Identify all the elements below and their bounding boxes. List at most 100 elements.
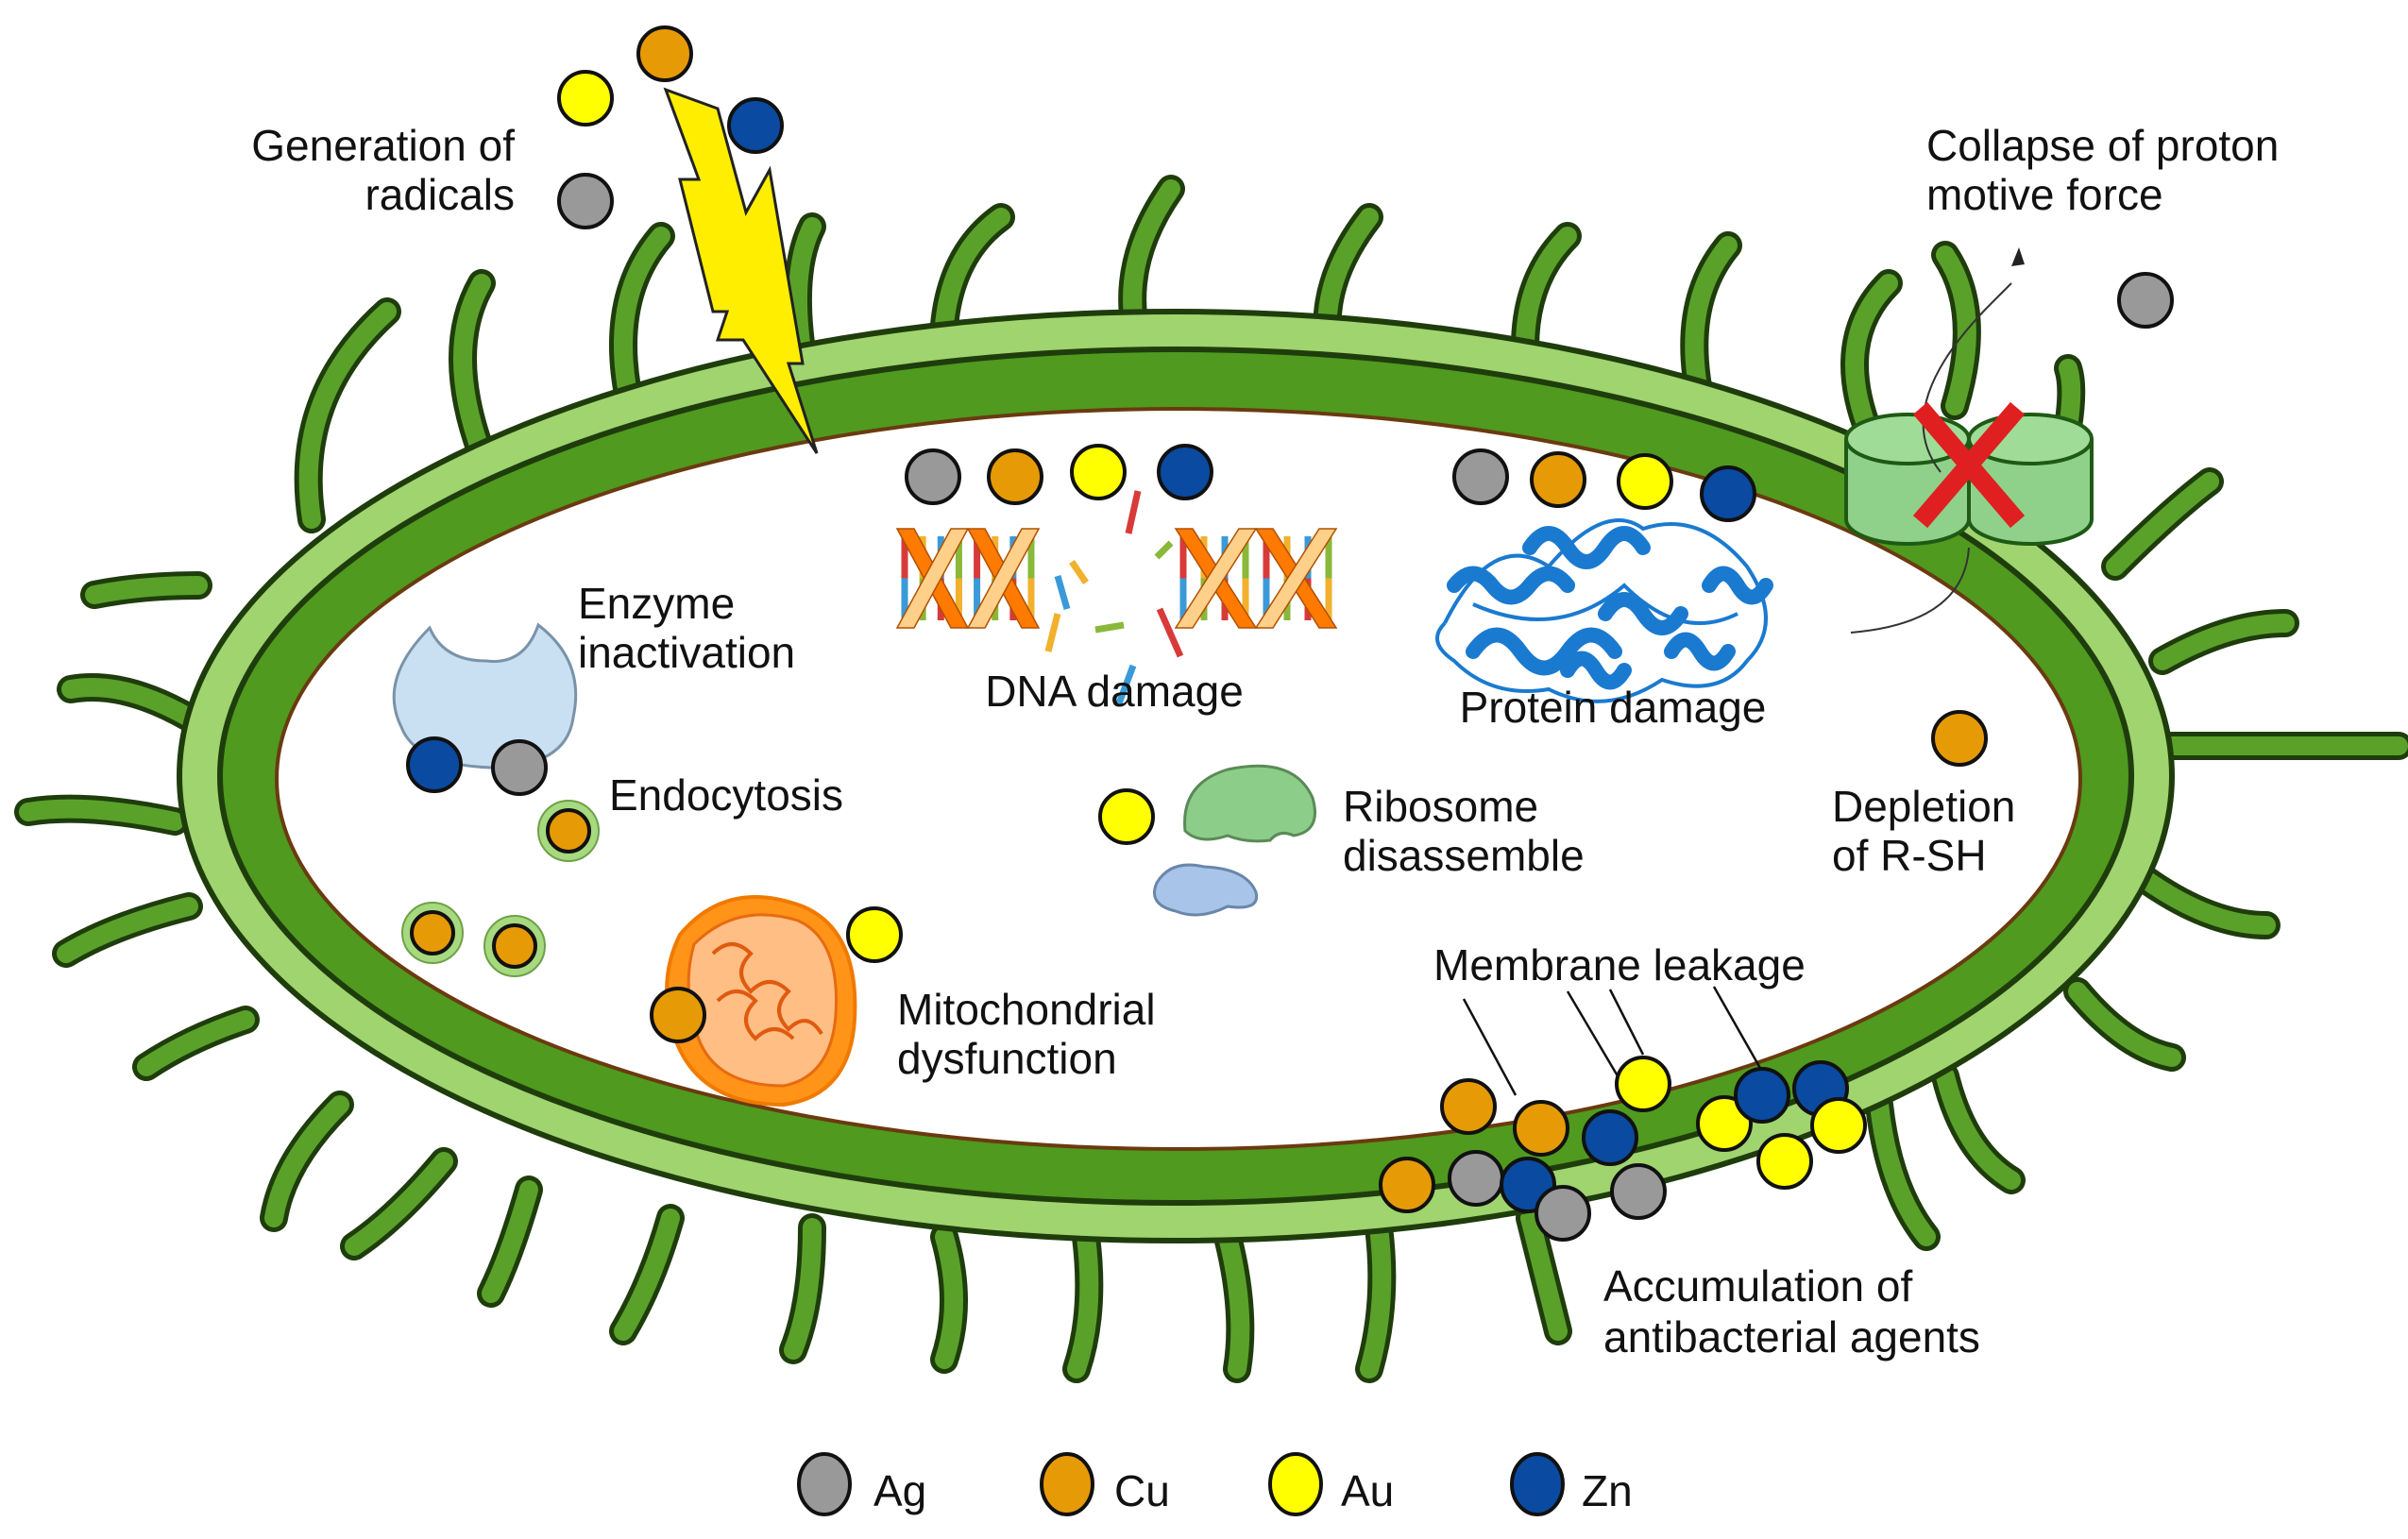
flagellum xyxy=(260,1091,354,1232)
label-ribosome-line1: Ribosome xyxy=(1343,782,1538,831)
label-rsh-line1: Depletion xyxy=(1832,782,2015,831)
ion-cu xyxy=(1440,1078,1497,1135)
label-radicals-line1: Generation of xyxy=(251,121,515,170)
flagellum xyxy=(2129,864,2281,939)
ion-au xyxy=(1615,1056,1671,1112)
legend-item-zn: Zn xyxy=(1510,1452,1633,1516)
flagellum xyxy=(1931,241,1981,420)
legend-label-au: Au xyxy=(1341,1466,1394,1515)
ion-ag xyxy=(1452,448,1509,505)
label-accumulation-line1: Accumulation of xyxy=(1603,1261,1912,1311)
ion-ag xyxy=(1448,1150,1504,1207)
protein-helix xyxy=(1447,526,1773,690)
ion-zn xyxy=(727,97,784,154)
ion-ag xyxy=(905,448,961,505)
ion-ag-escaping xyxy=(2117,272,2174,329)
flagellum xyxy=(1840,269,1903,448)
flagellum xyxy=(1355,1213,1397,1383)
legend-label-cu: Cu xyxy=(1114,1466,1170,1515)
label-protein-damage: Protein damage xyxy=(1460,683,1767,732)
ion-cu xyxy=(636,25,693,82)
flagellum xyxy=(1865,1091,1941,1251)
cell-membrane xyxy=(275,407,2082,1151)
ion-au xyxy=(1098,788,1155,845)
dna-ions xyxy=(905,444,1213,505)
leakage-pointer-lines xyxy=(1462,986,1763,1096)
ion-cu xyxy=(1530,451,1586,508)
legend-item-cu: Cu xyxy=(1040,1452,1170,1516)
ion-ag xyxy=(491,739,548,796)
lightning-bolt-icon xyxy=(663,87,819,454)
legend-swatch-cu xyxy=(1040,1452,1094,1516)
flagellum xyxy=(340,1147,458,1260)
label-proton-line1: Collapse of proton xyxy=(1926,121,2279,170)
ion-zn xyxy=(1734,1067,1790,1124)
flagellum xyxy=(132,1006,260,1081)
ion-ag xyxy=(1610,1163,1667,1220)
legend-swatch-zn xyxy=(1510,1452,1565,1516)
label-enzyme-line2: inactivation xyxy=(578,628,795,677)
dna-fragment xyxy=(1125,490,1142,534)
label-rsh-line2: of R-SH xyxy=(1832,831,1987,880)
enzyme-icon xyxy=(392,622,578,770)
label-ribosome-line2: disassemble xyxy=(1343,831,1585,880)
label-enzyme-line1: Enzyme xyxy=(578,579,735,628)
dna-strand xyxy=(966,528,1041,629)
label-mito-line1: Mitochondrial xyxy=(897,985,1156,1034)
dna-fragment xyxy=(1115,664,1137,705)
legend-item-ag: Ag xyxy=(797,1452,926,1516)
flagellum xyxy=(2063,977,2186,1072)
label-endocytosis: Endocytosis xyxy=(609,770,843,820)
flagellum xyxy=(2148,609,2299,675)
dna-strand xyxy=(1254,528,1338,629)
dna-fragment xyxy=(1154,540,1174,560)
flagellum xyxy=(14,794,189,836)
label-radicals-line2: radicals xyxy=(365,170,515,219)
dna-fragment xyxy=(1069,560,1089,584)
ion-cu xyxy=(650,987,706,1043)
endocytosis-vesicles xyxy=(401,800,600,977)
ion-cu xyxy=(1513,1100,1569,1157)
legend-label-ag: Ag xyxy=(873,1466,926,1515)
flagellum xyxy=(779,1213,826,1364)
ion-au xyxy=(557,70,614,127)
radicals-ions xyxy=(557,25,784,229)
dna-strand xyxy=(1174,528,1258,629)
legend-label-zn: Zn xyxy=(1582,1466,1633,1515)
leakage-ions xyxy=(1379,1056,1867,1242)
mitochondrion-icon xyxy=(665,895,857,1108)
label-dna-damage: DNA damage xyxy=(985,667,1244,716)
ion-zn xyxy=(1582,1109,1638,1166)
protein-ions xyxy=(1452,448,1756,522)
ion-zn xyxy=(1157,444,1213,500)
legend-swatch-au xyxy=(1268,1452,1323,1516)
ion-cu xyxy=(492,923,537,969)
flagellum xyxy=(609,1204,685,1345)
ion-ag xyxy=(1535,1185,1591,1242)
ion-au xyxy=(846,906,903,963)
ribosome-icon xyxy=(1153,764,1316,917)
flagellum xyxy=(52,892,203,968)
flagellum xyxy=(477,1175,543,1308)
protein-structure-icon xyxy=(1435,518,1773,703)
flagellum xyxy=(1213,1223,1255,1383)
flagellum xyxy=(294,297,401,533)
ion-zn xyxy=(1700,465,1756,522)
ion-au xyxy=(1756,1133,1813,1190)
flagellum xyxy=(1516,1204,1572,1345)
dna-helix-icon xyxy=(895,490,1338,705)
ion-ag xyxy=(557,173,614,229)
ion-cu xyxy=(546,808,591,854)
proton-channel-icon xyxy=(1844,247,2094,634)
protein-coil xyxy=(1435,518,1768,703)
ion-au xyxy=(1070,444,1127,500)
ion-zn xyxy=(406,736,463,793)
flagellum xyxy=(80,571,212,609)
legend-swatch-ag xyxy=(797,1452,852,1516)
flagellum xyxy=(449,269,496,467)
flagellum xyxy=(57,673,203,732)
ion-cu xyxy=(987,448,1043,505)
ion-au xyxy=(1696,1095,1753,1152)
dna-strand xyxy=(895,528,970,629)
flagellum xyxy=(1062,1223,1104,1383)
